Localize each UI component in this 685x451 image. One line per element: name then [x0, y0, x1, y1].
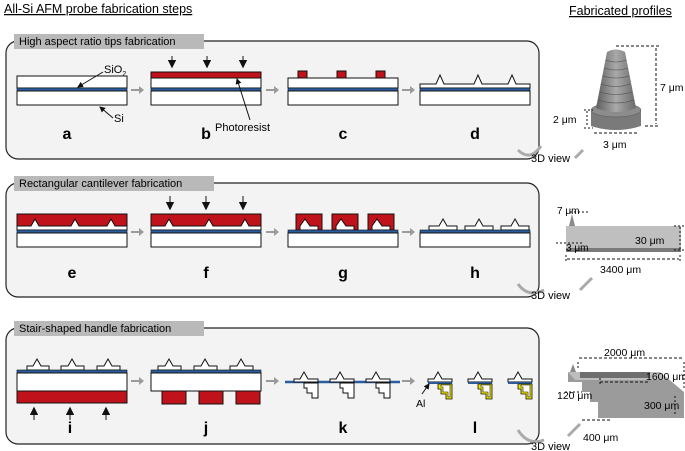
step-label-e: e: [68, 265, 77, 282]
section-label: Rectangular cantilever fabrication: [19, 178, 182, 190]
wafer-d: [419, 73, 531, 106]
view-arrow: [566, 422, 582, 438]
cantilever-length: 3400 μm: [600, 264, 641, 276]
wafer-i: [16, 357, 128, 420]
handle-bottom: 400 μm: [583, 432, 618, 444]
handle-thickness: 300 μm: [644, 400, 679, 412]
process-arrow: [131, 86, 144, 94]
view-arrow: [516, 145, 543, 157]
process-arrow: [266, 377, 279, 385]
wafer-j: [150, 357, 262, 405]
section-label-bg: [14, 34, 204, 49]
view-3d-label: 3D view: [531, 290, 570, 302]
profile-tip: 7 μm 2 μm 3 μm: [553, 45, 684, 151]
tip-height: 7 μm: [660, 82, 684, 94]
step-label-i: i: [68, 420, 72, 437]
section-cantilever: Rectangular cantilever fabrication: [5, 176, 540, 298]
step-label-d: d: [470, 126, 480, 143]
handle-left: 120 μm: [557, 390, 592, 402]
profile-cantilever: 7 μm 3 μm 30 μm 3400 μm: [556, 206, 684, 276]
wafer-k: [285, 370, 400, 399]
view-arrow: [573, 148, 585, 160]
step-label-b: b: [201, 126, 211, 143]
al-label: Al: [416, 398, 425, 410]
view-3d-label: 3D view: [531, 441, 570, 451]
process-arrow: [266, 228, 279, 236]
handle-top-width: 2000 μm: [604, 347, 645, 359]
process-arrow: [131, 377, 144, 385]
section-label: Stair-shaped handle fabrication: [19, 323, 171, 335]
process-arrow: [131, 228, 144, 236]
tip-base-height: 2 μm: [553, 114, 577, 126]
profiles-title: Fabricated profiles: [569, 4, 672, 18]
wafer-f: [150, 196, 262, 248]
step-label-k: k: [339, 420, 348, 437]
section-tips: High aspect ratio tips fabrication SiO2 …: [5, 34, 540, 160]
wafer-e: [16, 213, 128, 248]
si-label: Si: [114, 113, 124, 125]
view-3d-label: 3D view: [531, 153, 570, 165]
wafer-b: [150, 56, 262, 106]
diagram-title: All-Si AFM probe fabrication steps: [4, 2, 192, 16]
wafer-g: [287, 213, 399, 248]
sio2-label: SiO2: [104, 64, 126, 78]
photoresist-label: Photoresist: [215, 122, 270, 134]
section-panel: [5, 40, 540, 160]
step-label-l: l: [473, 420, 477, 437]
process-arrow: [402, 86, 415, 94]
view-arrow: [578, 276, 594, 292]
section-label: High aspect ratio tips fabrication: [19, 36, 176, 48]
section-label-bg: [14, 321, 204, 336]
wafer-l: Al: [416, 370, 533, 410]
cantilever-tip-width: 3 μm: [566, 243, 588, 254]
step-label-f: f: [203, 265, 209, 282]
cantilever-thickness: 30 μm: [635, 235, 665, 247]
view-arrow: [516, 429, 545, 444]
section-panel: [5, 182, 540, 298]
cantilever-tip: 7 μm: [557, 206, 579, 217]
profile-handle: 2000 μm 1600 μm 120 μm 300 μm 400 μm: [557, 347, 685, 444]
view-arrow: [516, 283, 545, 295]
step-label-h: h: [470, 265, 480, 282]
step-label-g: g: [338, 265, 348, 282]
process-arrow: [402, 228, 415, 236]
section-panel: [5, 327, 540, 445]
wafer-h: [419, 217, 531, 248]
process-arrow: [402, 377, 415, 385]
step-label-a: a: [63, 126, 72, 143]
step-label-j: j: [203, 420, 208, 437]
process-arrow: [266, 86, 279, 94]
tip-width: 3 μm: [603, 139, 627, 151]
step-label-c: c: [339, 126, 348, 143]
wafer-a: [16, 75, 128, 106]
handle-mid-width: 1600 μm: [646, 371, 685, 383]
section-label-bg: [14, 176, 214, 191]
wafer-c: [287, 70, 399, 106]
section-handle: Stair-shaped handle fabrication: [5, 321, 540, 445]
